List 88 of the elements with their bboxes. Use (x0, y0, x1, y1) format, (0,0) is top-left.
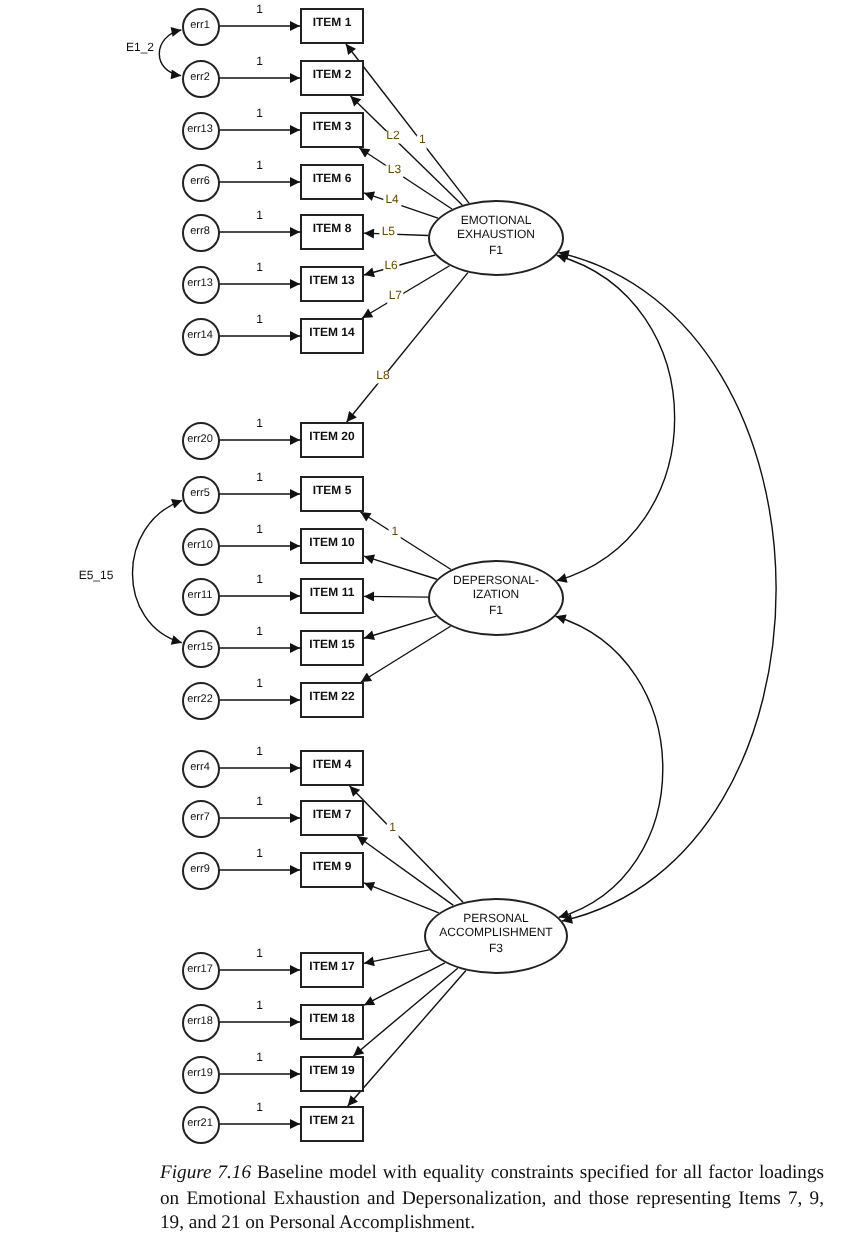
arrow (363, 191, 439, 219)
arrow (218, 21, 301, 31)
error-circle (181, 7, 219, 45)
covariance-arrow (158, 28, 183, 79)
factor-ellipse (428, 200, 564, 276)
item-box (300, 800, 364, 836)
arrow (218, 73, 301, 83)
arrow (348, 785, 464, 903)
error-circle (181, 851, 219, 889)
error-circle (181, 213, 219, 251)
factor-ellipse (424, 898, 568, 974)
arrow (218, 125, 301, 135)
covariance-arrow (555, 254, 676, 582)
error-circle (181, 1003, 219, 1041)
arrow (218, 227, 301, 237)
arrow (218, 1017, 301, 1027)
arrow (345, 271, 469, 423)
item-box (300, 750, 364, 786)
item-box (300, 318, 364, 354)
covariance-arrow (131, 499, 183, 644)
item-box (300, 476, 364, 512)
item-box (300, 1106, 364, 1142)
arrow (218, 1069, 301, 1079)
arrow (218, 695, 301, 705)
covariance-arrow (554, 615, 664, 919)
arrow (218, 643, 301, 653)
arrow (218, 331, 301, 341)
arrow (363, 962, 446, 1006)
arrow (218, 1119, 301, 1129)
error-circle (181, 1105, 219, 1143)
arrow (218, 541, 301, 551)
arrow (218, 813, 301, 823)
item-box (300, 630, 364, 666)
covariance-arrow (558, 251, 777, 922)
arrow (352, 967, 459, 1057)
factor-ellipse (428, 560, 564, 636)
error-circle (181, 629, 219, 667)
error-circle (181, 265, 219, 303)
item-box (300, 1056, 364, 1092)
error-circle (181, 111, 219, 149)
item-box (300, 682, 364, 718)
arrow (356, 835, 455, 907)
arrow (358, 147, 453, 210)
error-circle (181, 163, 219, 201)
arrow (218, 591, 301, 601)
arrow (347, 969, 467, 1107)
error-circle (181, 421, 219, 459)
arrow (363, 254, 436, 278)
item-box (300, 164, 364, 200)
arrow (218, 965, 301, 975)
item-box (300, 8, 364, 44)
item-box (300, 528, 364, 564)
arrow (363, 615, 437, 641)
arrow (361, 265, 451, 319)
error-circle (181, 577, 219, 615)
item-box (300, 112, 364, 148)
item-box (300, 578, 364, 614)
arrow (218, 763, 301, 773)
error-circle (181, 59, 219, 97)
item-box (300, 422, 364, 458)
item-box (300, 952, 364, 988)
arrow (363, 591, 429, 602)
item-box (300, 60, 364, 96)
item-box (300, 266, 364, 302)
arrow (218, 435, 301, 445)
item-box (300, 1004, 364, 1040)
arrow (218, 279, 301, 289)
arrow (218, 865, 301, 875)
arrow (218, 177, 301, 187)
item-box (300, 852, 364, 888)
arrow (345, 43, 470, 204)
error-circle (181, 527, 219, 565)
figure-caption: Figure 7.16 Baseline model with equality constraints specified for all factor loadings on Emotional Exhaustion and Depersonalization, and those representing Items 7, 9, 19, and 21 on Personal Accomplishment. (160, 1162, 824, 1238)
error-circle (181, 475, 219, 513)
arrow (218, 489, 301, 499)
item-box (300, 214, 364, 250)
error-circle (181, 951, 219, 989)
arrow (359, 511, 452, 571)
error-circle (181, 749, 219, 787)
error-circle (181, 317, 219, 355)
arrow (349, 95, 463, 206)
arrow (363, 881, 440, 914)
error-circle (181, 681, 219, 719)
error-circle (181, 799, 219, 837)
arrow (363, 949, 430, 967)
error-circle (181, 1055, 219, 1093)
arrow (363, 554, 438, 580)
arrow (360, 625, 452, 683)
